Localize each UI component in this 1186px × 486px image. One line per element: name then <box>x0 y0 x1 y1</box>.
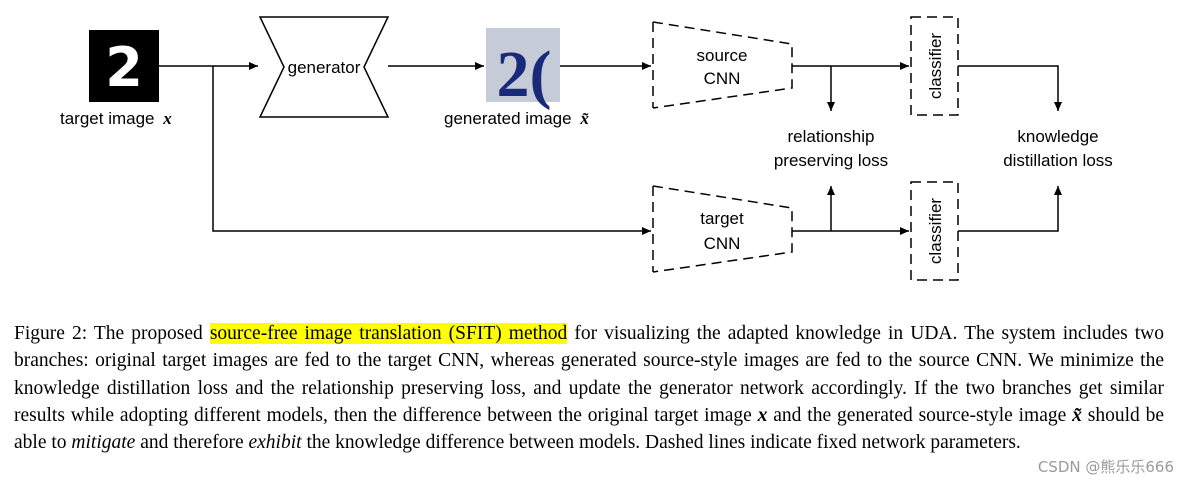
classifier-bottom-label: classifier <box>926 198 945 264</box>
kd-loss-label-2: distillation loss <box>1003 151 1113 170</box>
watermark: CSDN @熊乐乐666 <box>1037 458 1174 476</box>
caption-part-3: should be able to <box>14 404 1164 454</box>
generated-image-thumbnail: 2( <box>486 28 560 111</box>
caption-mitigate: mitigate <box>71 432 136 454</box>
source-cnn-block <box>652 21 793 109</box>
caption-part-2: and the generated source-style image <box>767 404 1073 426</box>
target-cnn-block <box>652 185 793 273</box>
figure-caption: Figure 2: The proposed source-free image… <box>14 320 1164 456</box>
target-cnn-label-2: CNN <box>704 234 741 253</box>
caption-symbol-x-tilde: x̃ <box>1072 404 1082 426</box>
classifier-top-block <box>910 16 959 116</box>
source-cnn-label-1: source <box>696 46 747 65</box>
kd-loss-label-1: knowledge <box>1017 127 1098 146</box>
generator-block <box>258 16 390 118</box>
caption-part-1: for visualizing the adapted knowledge in… <box>14 323 1165 426</box>
caption-part-4: and therefore <box>135 432 249 454</box>
relationship-loss-label-2: preserving loss <box>774 151 888 170</box>
caption-part-5: the knowledge difference between models.… <box>301 432 1021 454</box>
relationship-loss-label-1: relationship <box>788 127 875 146</box>
classifier-top-label: classifier <box>926 33 945 99</box>
generated-image-label: generated image x̃ <box>444 109 589 128</box>
diagram-connectors <box>159 62 1062 235</box>
caption-prefix: Figure 2: The proposed <box>14 323 210 344</box>
target-image-label: target image x <box>60 109 172 128</box>
target-cnn-label-1: target <box>700 209 744 228</box>
caption-symbol-x: x <box>757 404 768 426</box>
target-image-thumbnail: 2 <box>89 30 159 102</box>
caption-highlight: source-free image translation (SFIT) met… <box>209 323 568 344</box>
generated-digit: 2( <box>497 38 552 111</box>
target-digit: 2 <box>105 36 143 99</box>
classifier-bottom-block <box>910 181 959 281</box>
caption-exhibit: exhibit <box>248 432 302 454</box>
source-cnn-label-2: CNN <box>704 69 741 88</box>
diagram-svg: 2 target image x generator 2( generated … <box>60 16 1113 281</box>
generator-label: generator <box>288 58 361 77</box>
